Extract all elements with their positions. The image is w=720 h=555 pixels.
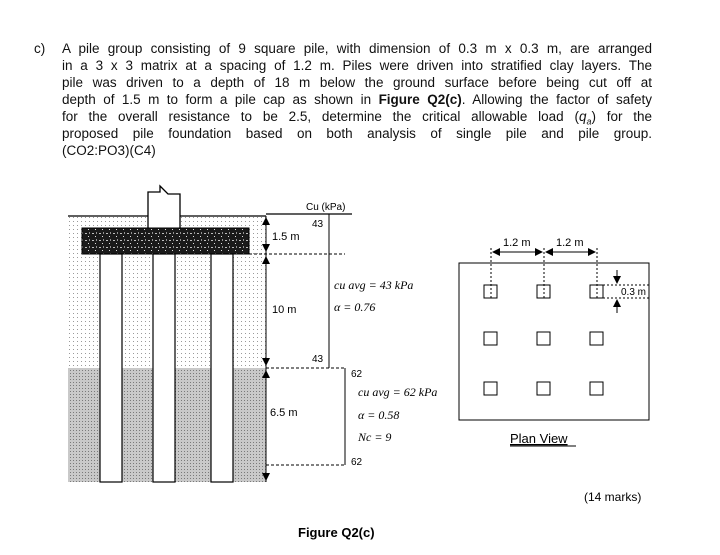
plan-pile xyxy=(483,381,498,396)
question-line-3: pile was driven to a depth of 18 m below… xyxy=(62,75,652,90)
pile-2 xyxy=(152,253,176,483)
question-line-1: A pile group consisting of 9 square pile… xyxy=(62,41,652,56)
plan-pile xyxy=(536,381,551,396)
figure-caption: Figure Q2(c) xyxy=(298,525,375,540)
layer2-cu-avg: cu avg = 62 kPa xyxy=(358,385,437,399)
spacing2-label: 1.2 m xyxy=(556,237,584,249)
plan-pile xyxy=(589,331,604,346)
layer1-cu-avg: cu avg = 43 kPa xyxy=(334,278,413,292)
line4-text-end: . Allowing the factor of safety xyxy=(461,92,653,107)
plan-pile xyxy=(589,381,604,396)
cu-layer1-bottom: 43 xyxy=(312,354,324,365)
question-line-2: in a 3 x 3 matrix at a spacing of 1.2 m.… xyxy=(62,58,652,73)
cu-layer2-top: 62 xyxy=(351,369,363,380)
dim-cap-label: 1.5 m xyxy=(272,231,300,243)
cu-top-value: 43 xyxy=(312,219,324,230)
spacing1-label: 1.2 m xyxy=(503,237,531,249)
layer2-nc: Nc = 9 xyxy=(357,430,391,444)
line5-text: for the overall resistance to be 2.5, de… xyxy=(62,109,579,124)
question-line-7: (CO2:PO3)(C4) xyxy=(62,143,156,158)
qa-symbol: q xyxy=(578,109,587,124)
cu-layer2-bottom: 62 xyxy=(351,457,363,468)
dim-layer1-label: 10 m xyxy=(272,304,296,316)
line5-text-end: ) for the xyxy=(591,109,652,124)
question-line-5: for the overall resistance to be 2.5, de… xyxy=(62,109,652,127)
question-line-4: depth of 1.5 m to form a pile cap as sho… xyxy=(62,92,652,107)
cu-header: Cu (kPa) xyxy=(306,202,345,213)
dim-layer2-label: 6.5 m xyxy=(270,407,298,419)
plan-pile xyxy=(483,331,498,346)
qa-subscript: a xyxy=(586,116,592,127)
plan-pile xyxy=(536,331,551,346)
layer1-alpha: α = 0.76 xyxy=(334,300,375,314)
column xyxy=(147,184,181,228)
plan-piles xyxy=(483,284,604,396)
question-label: c) xyxy=(34,41,46,56)
question-line-6: proposed pile foundation based on both a… xyxy=(62,126,652,141)
line4-text: depth of 1.5 m to form a pile cap as sho… xyxy=(62,92,379,107)
plan-view-title: Plan View xyxy=(510,431,568,446)
pile-1 xyxy=(99,253,123,483)
pile-cap xyxy=(81,227,250,255)
pile-3 xyxy=(210,253,234,483)
figure-reference: Figure Q2(c) xyxy=(378,92,462,107)
pile-size-label: 0.3 m xyxy=(621,287,646,298)
marks-label: (14 marks) xyxy=(584,490,641,504)
layer2-alpha: α = 0.58 xyxy=(358,408,399,422)
